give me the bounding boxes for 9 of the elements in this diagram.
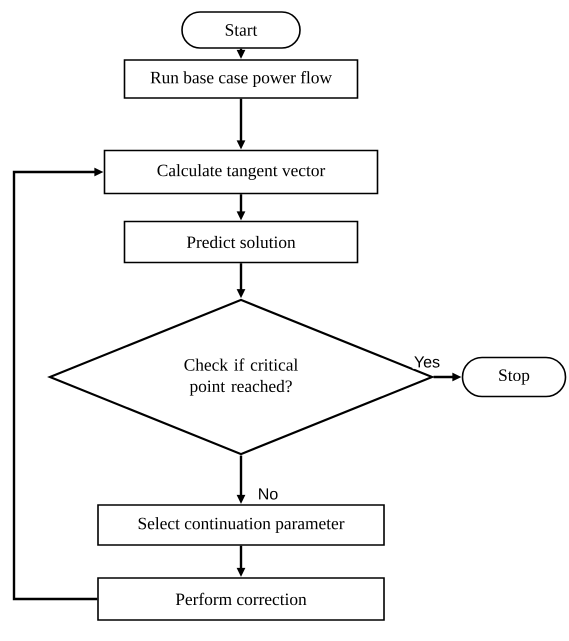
process-box: Run base case power flow (124, 59, 358, 99)
edge-label: No (256, 487, 280, 501)
terminal-box: Stop (462, 356, 566, 398)
process-box: Calculate tangent vector (104, 150, 378, 194)
edge-label: Yes (412, 355, 442, 369)
terminal-box: Start (181, 11, 301, 49)
process-box: Perform correction (97, 577, 385, 621)
process-box: Predict solution (124, 220, 358, 264)
process-box: Select continuation parameter (97, 504, 385, 546)
